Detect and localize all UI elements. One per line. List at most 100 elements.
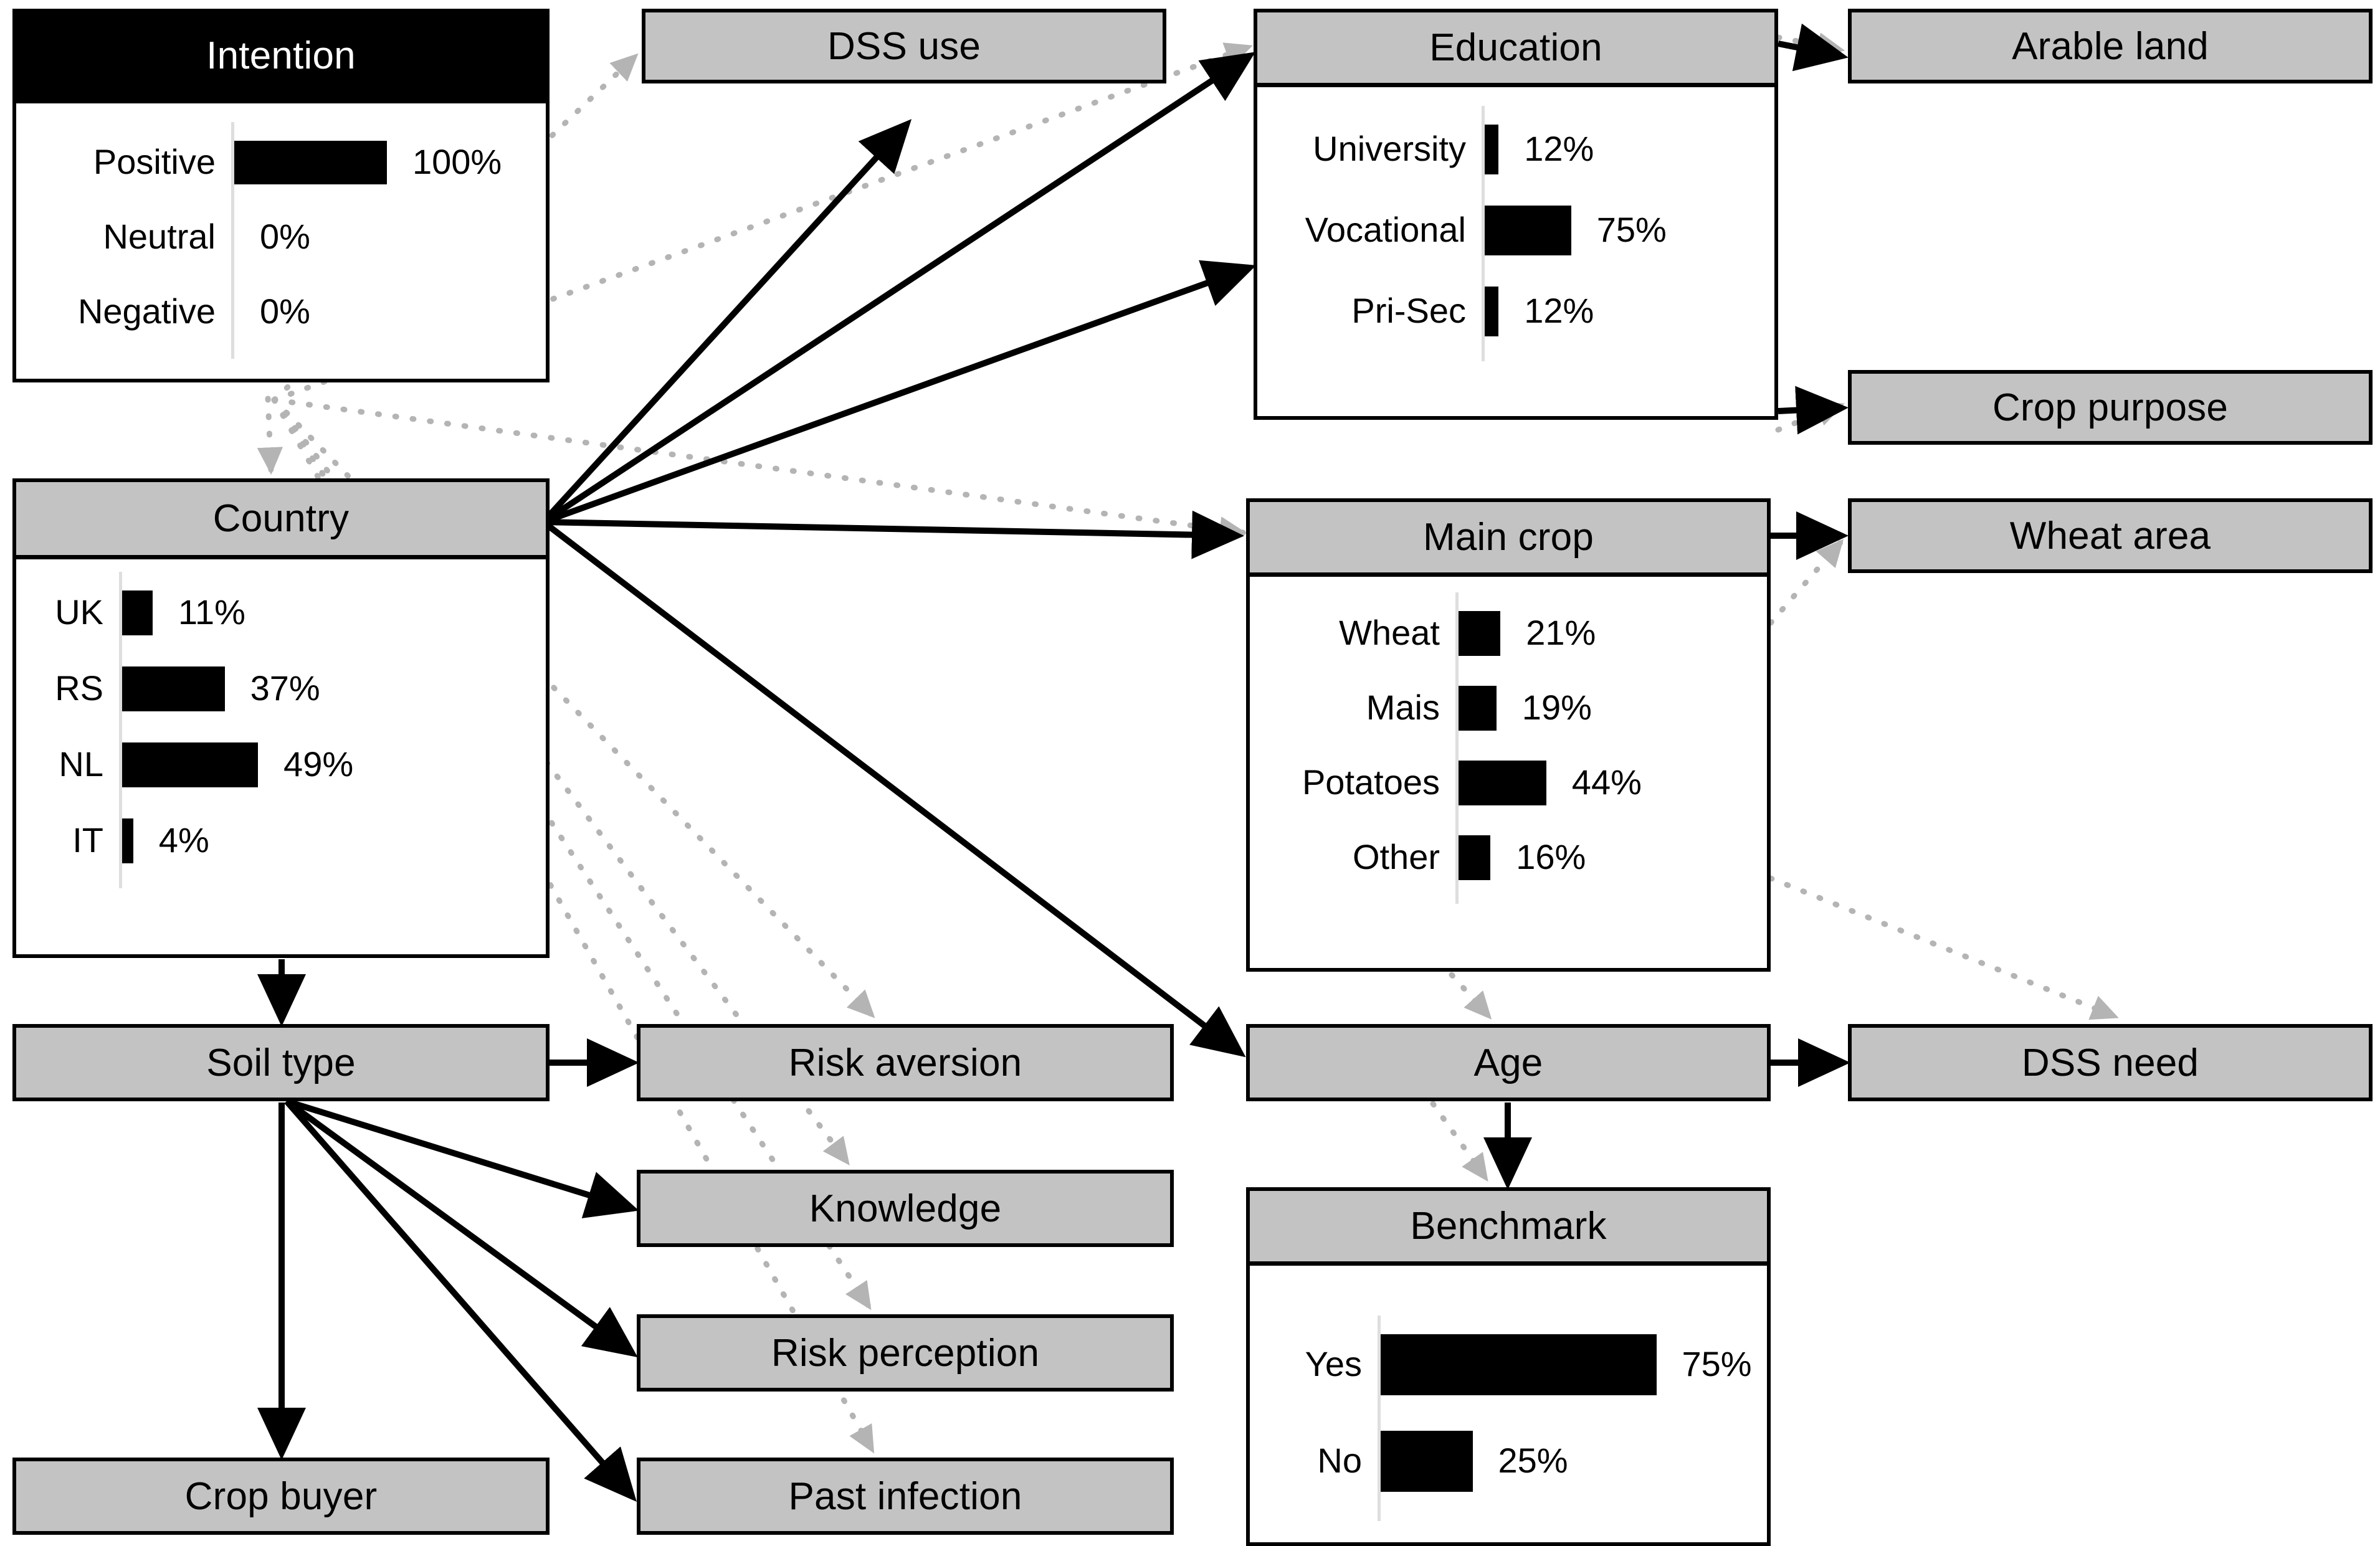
node-age[interactable]: Age xyxy=(1246,1024,1771,1101)
chart-value-label: 49% xyxy=(283,744,354,784)
chart-category-label: Potatoes xyxy=(1302,762,1440,802)
chart-bar xyxy=(122,742,259,787)
chart-value-label: 75% xyxy=(1596,210,1667,249)
chart-value-label: 0% xyxy=(260,217,310,256)
edge-country-to-main-crop xyxy=(543,510,1244,559)
chart-category-label: IT xyxy=(72,820,103,860)
edge-country-to-dss-use xyxy=(541,119,912,524)
node-title-dss-use: DSS use xyxy=(645,12,1163,80)
node-title-arable-land: Arable land xyxy=(1852,12,2369,80)
edge-age-to-benchmark xyxy=(1430,1101,1489,1182)
node-title-knowledge: Knowledge xyxy=(640,1174,1170,1243)
chart-category-label: Mais xyxy=(1366,688,1440,727)
chart-bar xyxy=(1381,1431,1473,1492)
node-title-crop-purpose: Crop purpose xyxy=(1852,374,2369,441)
chart-category-label: Pri-Sec xyxy=(1351,291,1466,330)
node-title-main-crop: Main crop xyxy=(1250,502,1767,577)
chart-bar xyxy=(1485,287,1499,336)
chart-value-label: 4% xyxy=(158,820,209,860)
edge-main-crop-to-dss-need xyxy=(1768,875,2119,1020)
chart-category-label: Other xyxy=(1352,837,1440,876)
edge-soil-type-to-knowledge xyxy=(285,1098,639,1218)
edge-soil-type-to-risk-perception xyxy=(285,1098,638,1358)
solid-edges xyxy=(257,23,1851,1502)
edge-education-to-crop-purpose xyxy=(1778,386,1849,435)
node-title-past-infection: Past infection xyxy=(640,1461,1170,1531)
node-dss-use[interactable]: DSS use xyxy=(642,9,1166,83)
node-title-risk-aversion: Risk aversion xyxy=(640,1028,1170,1098)
node-title-dss-need: DSS need xyxy=(1852,1028,2369,1098)
node-title-country: Country xyxy=(16,482,546,559)
edge-intention-to-country xyxy=(257,396,283,475)
chart-axis-intention xyxy=(231,122,234,359)
chart-bar xyxy=(234,141,387,184)
chart-category-label: Positive xyxy=(93,142,216,181)
chart-axis-benchmark xyxy=(1378,1316,1381,1521)
chart-value-label: 44% xyxy=(1571,762,1642,802)
chart-bar xyxy=(1459,686,1497,731)
edge-soil-type-to-past-infection xyxy=(284,1099,637,1502)
edge-country-to-age xyxy=(541,519,1246,1058)
chart-category-label: Yes xyxy=(1305,1344,1362,1383)
chart-category-label: Vocational xyxy=(1305,210,1466,249)
chart-category-label: RS xyxy=(55,668,103,708)
node-knowledge[interactable]: Knowledge xyxy=(637,1170,1174,1247)
node-dss-need[interactable]: DSS need xyxy=(1848,1024,2373,1101)
node-title-intention: Intention xyxy=(16,12,546,103)
edge-intention-to-risk-perception xyxy=(271,397,872,1311)
node-crop-purpose[interactable]: Crop purpose xyxy=(1848,370,2373,445)
node-soil-type[interactable]: Soil type xyxy=(12,1024,550,1101)
chart-value-label: 12% xyxy=(1524,291,1594,330)
node-chart-main-crop: Wheat 21% Mais 19% Potatoes 44% Other 16% xyxy=(1250,577,1767,968)
chart-category-label: NL xyxy=(59,744,103,784)
node-wheat-area[interactable]: Wheat area xyxy=(1848,498,2373,573)
chart-bar xyxy=(1459,611,1501,656)
edge-intention-to-main-crop xyxy=(271,397,1247,543)
chart-category-label: No xyxy=(1317,1441,1362,1480)
node-title-education: Education xyxy=(1257,12,1774,87)
node-title-age: Age xyxy=(1250,1028,1767,1098)
chart-category-label: Negative xyxy=(77,292,216,331)
chart-bar xyxy=(1459,761,1546,805)
chart-category-label: University xyxy=(1313,129,1466,168)
chart-value-label: 21% xyxy=(1526,613,1596,652)
chart-axis-education xyxy=(1482,106,1485,361)
chart-bar xyxy=(1485,206,1571,255)
chart-value-label: 25% xyxy=(1498,1441,1568,1480)
chart-bar xyxy=(1381,1334,1657,1395)
chart-bar xyxy=(122,590,153,635)
chart-value-label: 16% xyxy=(1516,837,1586,876)
node-risk-aversion[interactable]: Risk aversion xyxy=(637,1024,1174,1101)
chart-category-label: Wheat xyxy=(1339,613,1440,652)
node-past-infection[interactable]: Past infection xyxy=(637,1458,1174,1535)
node-crop-buyer[interactable]: Crop buyer xyxy=(12,1458,550,1535)
chart-axis-country xyxy=(119,572,122,888)
chart-value-label: 19% xyxy=(1521,688,1592,727)
node-arable-land[interactable]: Arable land xyxy=(1848,9,2373,83)
chart-bar xyxy=(1485,125,1499,174)
chart-bar xyxy=(122,666,225,711)
chart-category-label: UK xyxy=(55,592,103,632)
chart-value-label: 100% xyxy=(412,142,502,181)
node-risk-perception[interactable]: Risk perception xyxy=(637,1314,1174,1392)
edge-country-to-education-voc xyxy=(542,260,1257,525)
chart-value-label: 37% xyxy=(250,668,320,708)
chart-bar xyxy=(122,818,133,863)
chart-axis-main-crop xyxy=(1455,592,1459,904)
edge-main-crop-to-age xyxy=(1449,972,1492,1020)
chart-category-label: Neutral xyxy=(103,217,216,256)
edge-country-to-education xyxy=(541,52,1256,525)
edge-main-crop-to-wheat-area xyxy=(1768,539,1844,626)
node-chart-intention: Positive 100% Neutral 0% Negative 0% xyxy=(16,103,546,379)
chart-value-label: 0% xyxy=(260,292,310,331)
